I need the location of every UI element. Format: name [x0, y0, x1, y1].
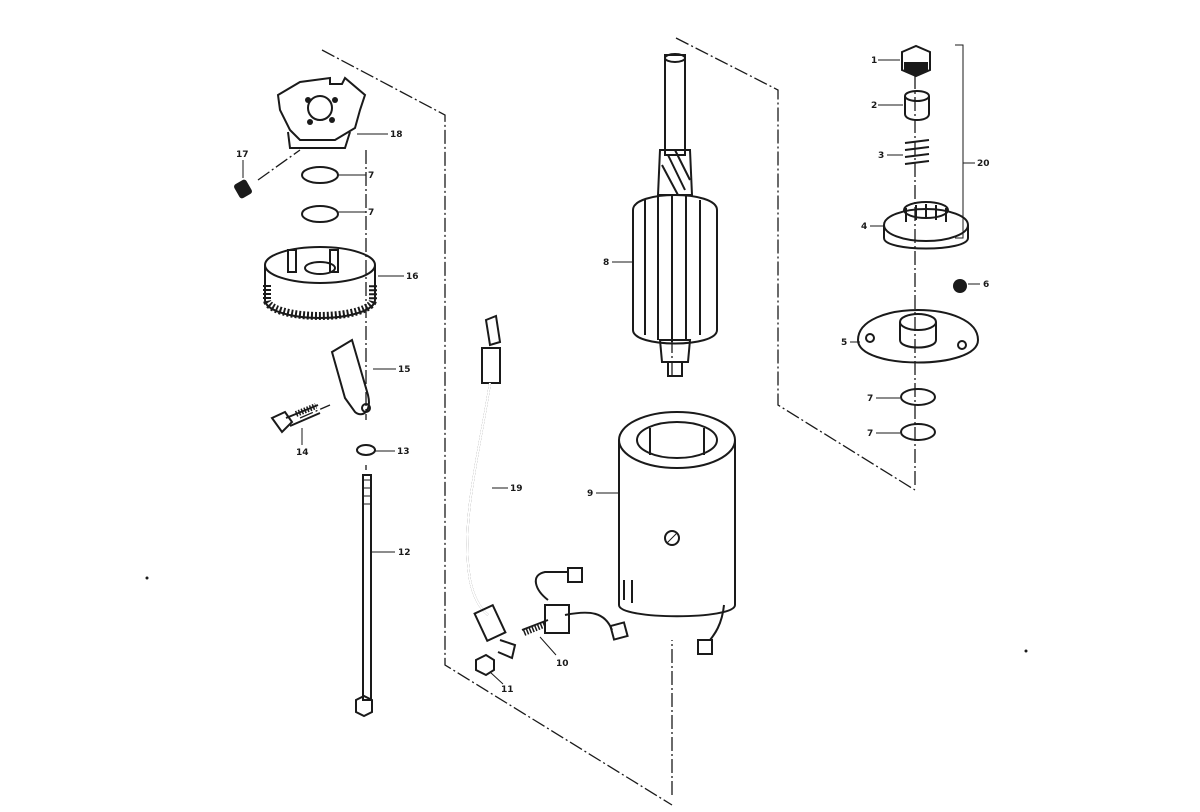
- part-4-drive-pinion: [883, 201, 969, 250]
- part-13-lock-washer: [356, 444, 376, 456]
- callout-labels: 1 2 3 4 5 6 7 7 7 7 8 9 10 11 12 13 14 1…: [236, 56, 990, 695]
- callout-7-right-lower: 7: [867, 429, 873, 439]
- callout-5: 5: [841, 338, 847, 348]
- callout-20: 20: [977, 159, 990, 169]
- callout-16: 16: [406, 272, 419, 282]
- part-14-bolt: [270, 403, 321, 434]
- part-9-field-frame: [618, 411, 736, 655]
- callout-3: 3: [878, 151, 884, 161]
- part-7-washers-right: [900, 388, 936, 441]
- callout-7-left-upper: 7: [368, 171, 374, 181]
- callout-15: 15: [398, 365, 411, 375]
- part-19-lead-wire: [466, 314, 517, 660]
- part-1-nut: [901, 44, 931, 78]
- callout-2: 2: [871, 101, 877, 111]
- callout-9: 9: [587, 489, 593, 499]
- speck: [145, 576, 149, 580]
- part-6-nut: [953, 279, 967, 293]
- part-12-through-bolt: [355, 474, 373, 718]
- callout-1: 1: [871, 56, 877, 66]
- callout-4: 4: [861, 222, 867, 232]
- callout-14: 14: [296, 448, 309, 458]
- callout-18: 18: [390, 130, 403, 140]
- callout-17: 17: [236, 150, 249, 160]
- part-5-end-cap: [856, 309, 980, 364]
- callout-10: 10: [556, 659, 569, 669]
- part-15-ground-strap: [330, 338, 371, 416]
- speck: [1024, 649, 1028, 653]
- part-8-armature: [632, 53, 718, 377]
- callout-7-left-lower: 7: [368, 208, 374, 218]
- assembly-dash-lines: [257, 37, 916, 806]
- callout-7-right-upper: 7: [867, 394, 873, 404]
- part-18-end-plate: [276, 76, 367, 149]
- part-11-nut: [475, 653, 495, 677]
- callout-6: 6: [983, 280, 989, 290]
- part-17-set-screw: [234, 179, 252, 199]
- part-3-spring: [904, 139, 930, 165]
- callout-13: 13: [397, 447, 410, 457]
- callout-11: 11: [501, 685, 514, 695]
- callout-12: 12: [398, 548, 411, 558]
- leader-lines: [242, 59, 980, 685]
- part-7-washers-left: [301, 166, 339, 223]
- callout-8: 8: [603, 258, 609, 268]
- bracket-20: [955, 44, 964, 239]
- part-10-brush-set: [521, 567, 629, 641]
- part-2-spacer: [904, 90, 930, 121]
- callout-19: 19: [510, 484, 523, 494]
- part-16-brush-holder-ring: [263, 246, 377, 320]
